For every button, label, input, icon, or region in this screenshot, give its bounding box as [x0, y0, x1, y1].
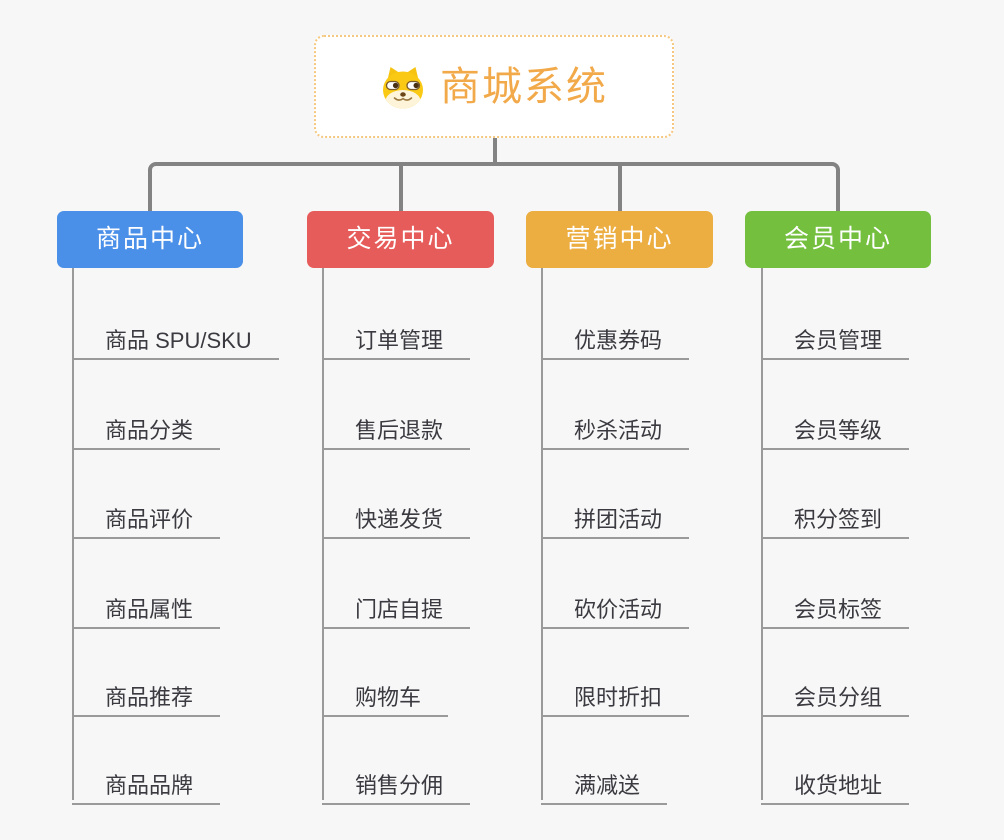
dog-face-icon: [380, 65, 426, 109]
leaf-topic[interactable]: 商品属性: [72, 582, 221, 629]
leaf-topic[interactable]: 拼团活动: [541, 492, 690, 539]
leaf-column-line: [761, 268, 763, 800]
root-connector-line: [493, 137, 497, 166]
branch-drop-line: [399, 166, 403, 211]
leaf-topic[interactable]: 会员分组: [761, 670, 910, 717]
leaf-topic[interactable]: 会员等级: [761, 403, 910, 450]
leaf-column-line: [72, 268, 74, 800]
leaf-topic[interactable]: 门店自提: [322, 582, 471, 629]
root-topic[interactable]: 商城系统: [314, 35, 674, 138]
leaf-topic[interactable]: 快递发货: [322, 492, 471, 539]
leaf-topic[interactable]: 订单管理: [322, 313, 471, 360]
leaf-topic[interactable]: 购物车: [322, 670, 449, 717]
leaf-topic[interactable]: 砍价活动: [541, 582, 690, 629]
leaf-column-line: [322, 268, 324, 800]
leaf-topic[interactable]: 满减送: [541, 758, 668, 805]
leaf-topic[interactable]: 商品品牌: [72, 758, 221, 805]
leaf-topic[interactable]: 秒杀活动: [541, 403, 690, 450]
leaf-topic[interactable]: 销售分佣: [322, 758, 471, 805]
branch-bus-line: [148, 162, 840, 211]
leaf-topic[interactable]: 商品推荐: [72, 670, 221, 717]
root-topic-label: 商城系统: [440, 64, 608, 109]
leaf-topic[interactable]: 限时折扣: [541, 670, 690, 717]
branch-topic-members[interactable]: 会员中心: [745, 211, 931, 268]
branch-topic-marketing[interactable]: 营销中心: [526, 211, 713, 268]
leaf-topic[interactable]: 优惠券码: [541, 313, 690, 360]
branch-topic-products[interactable]: 商品中心: [57, 211, 243, 268]
leaf-topic[interactable]: 售后退款: [322, 403, 471, 450]
leaf-topic[interactable]: 商品分类: [72, 403, 221, 450]
leaf-topic[interactable]: 会员标签: [761, 582, 910, 629]
leaf-topic[interactable]: 收货地址: [761, 758, 910, 805]
leaf-topic[interactable]: 商品评价: [72, 492, 221, 539]
branch-topic-trade[interactable]: 交易中心: [307, 211, 494, 268]
leaf-topic[interactable]: 商品 SPU/SKU: [72, 313, 279, 360]
branch-drop-line: [618, 166, 622, 211]
leaf-topic[interactable]: 积分签到: [761, 492, 910, 539]
leaf-topic[interactable]: 会员管理: [761, 313, 910, 360]
leaf-column-line: [541, 268, 543, 800]
